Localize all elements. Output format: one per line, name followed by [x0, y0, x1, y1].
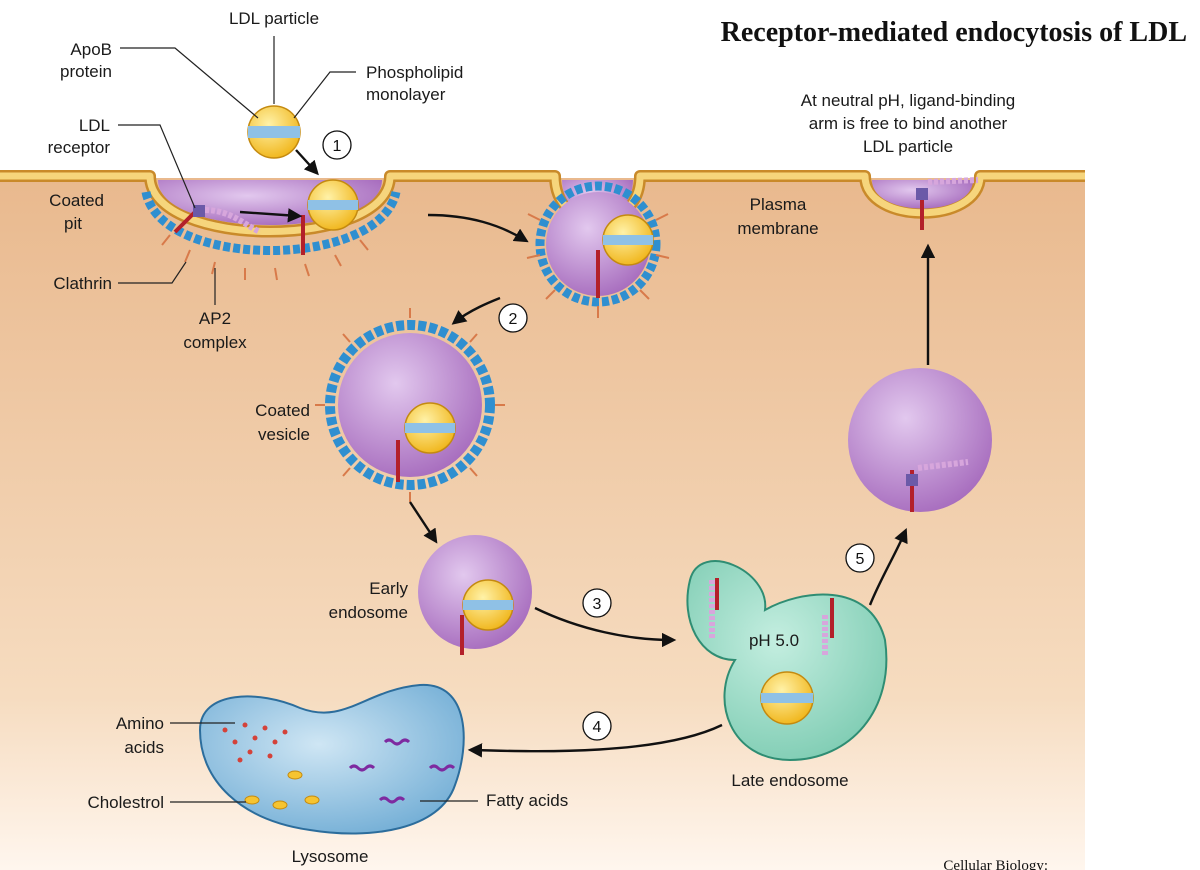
- label-ldl-receptor-line2: receptor: [48, 138, 111, 157]
- label-ph: pH 5.0: [749, 631, 799, 650]
- label-neutral-ph-line3: LDL particle: [863, 137, 953, 156]
- label-phospholipid-line2: monolayer: [366, 85, 446, 104]
- ldl-particle-bud: [596, 214, 654, 298]
- lysosome: [198, 683, 465, 835]
- label-coated-vesicle-line1: Coated: [255, 401, 310, 420]
- label-fatty-acids: Fatty acids: [486, 791, 568, 810]
- label-coated-vesicle-line2: vesicle: [258, 425, 310, 444]
- label-apob-line1: ApoB: [70, 40, 112, 59]
- early-endosome: [418, 535, 532, 655]
- label-lysosome: Lysosome: [292, 847, 369, 866]
- label-ap2-line2: complex: [183, 333, 247, 352]
- label-clathrin: Clathrin: [53, 274, 112, 293]
- label-ldl-particle: LDL particle: [229, 9, 319, 28]
- label-early-endosome-line1: Early: [369, 579, 408, 598]
- clathrin-coat: [141, 190, 401, 255]
- label-late-endosome: Late endosome: [731, 771, 848, 790]
- label-neutral-ph-line1: At neutral pH, ligand-binding: [801, 91, 1016, 110]
- label-plasma-membrane-line2: membrane: [737, 219, 818, 238]
- step-5: 5: [845, 543, 875, 573]
- recycling-vesicle: [848, 368, 992, 512]
- step-2: 2: [498, 303, 528, 333]
- budding-spikes: [526, 213, 670, 318]
- label-neutral-ph-line2: arm is free to bind another: [809, 114, 1008, 133]
- label-amino-acids-line1: Amino: [116, 714, 164, 733]
- label-apob-line2: protein: [60, 62, 112, 81]
- ldl-particle-pit: [301, 179, 359, 255]
- step-5-label: 5: [856, 551, 865, 568]
- ldl-particle-free: [247, 105, 301, 159]
- step-1: 1: [322, 130, 352, 160]
- label-amino-acids-line2: acids: [124, 738, 164, 757]
- label-coated-pit-line2: pit: [64, 214, 82, 233]
- pathway-arrows: [239, 149, 936, 758]
- cytoplasm: [0, 178, 1085, 870]
- step-3-label: 3: [593, 596, 602, 613]
- diagram-title: Receptor-mediated endocytosis of LDL: [721, 17, 1187, 48]
- label-ldl-receptor-line1: LDL: [79, 116, 110, 135]
- late-endosome: [686, 560, 888, 762]
- label-phospholipid-line1: Phospholipid: [366, 63, 463, 82]
- step-4-label: 4: [593, 719, 602, 736]
- budding-clathrin: [535, 181, 661, 307]
- step-4: 4: [582, 711, 612, 741]
- label-ap2-line1: AP2: [199, 309, 231, 328]
- ldl-receptor-free: [173, 205, 262, 235]
- coated-vesicle: [315, 308, 505, 502]
- label-plasma-membrane-line1: Plasma: [750, 195, 807, 214]
- leader-lines: [118, 36, 478, 803]
- label-coated-pit-line1: Coated: [49, 191, 104, 210]
- source-credit: Cellular Biology:: [943, 858, 1048, 870]
- clathrin-spikes: [161, 234, 369, 281]
- step-3: 3: [582, 588, 612, 618]
- label-early-endosome-line2: endosome: [329, 603, 408, 622]
- ldl-receptor-recycled: [916, 177, 979, 230]
- step-2-label: 2: [509, 311, 518, 328]
- step-1-label: 1: [333, 138, 342, 155]
- label-cholesterol: Cholestrol: [87, 793, 164, 812]
